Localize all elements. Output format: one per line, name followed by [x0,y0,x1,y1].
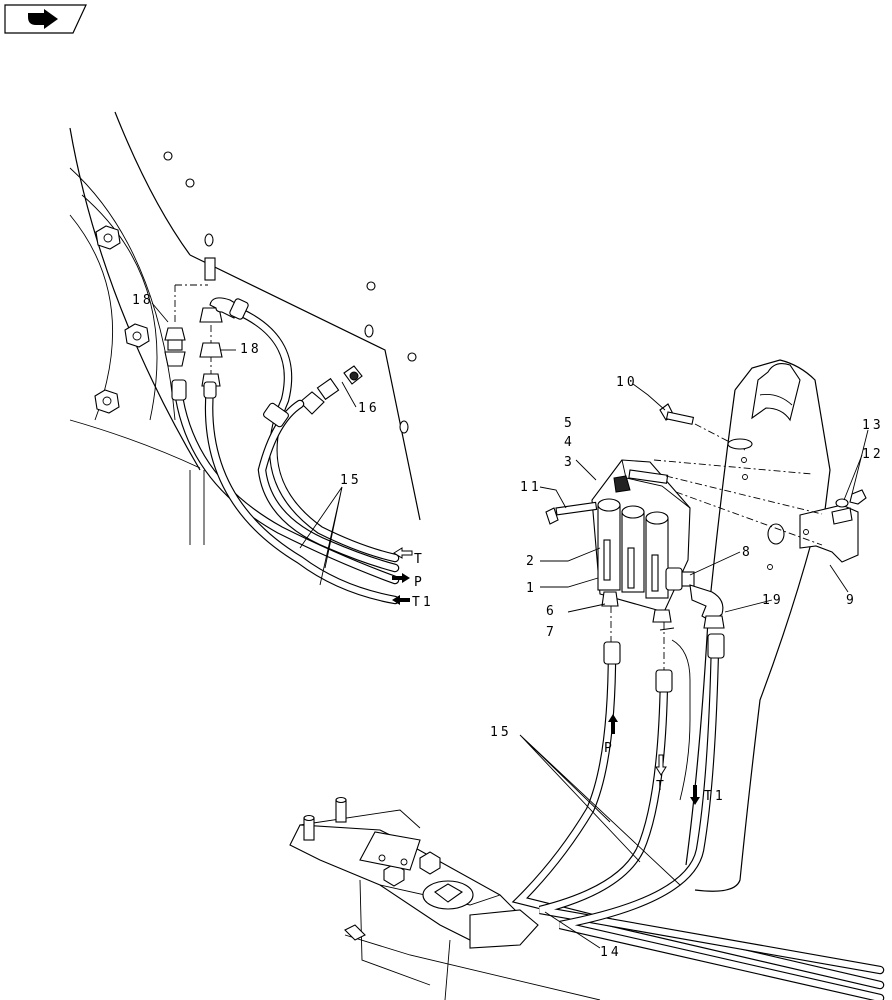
callout-16: 16 [358,401,380,416]
flow-label-top-P: P [414,575,425,590]
callout-15-bottom: 15 [490,725,512,740]
frame-crossmember [289,796,601,1000]
callout-3: 3 [564,455,575,470]
callout-13: 13 [862,418,884,433]
bolt-10 [659,403,753,451]
callout-5: 5 [564,416,575,431]
callout-8: 8 [742,545,753,560]
top-detail-hoses [171,298,400,605]
bottom-flow-arrows [608,714,700,805]
callout-18-right: 18 [240,342,262,357]
flow-label-bottom-P: P [604,741,615,756]
back-arrow-icon[interactable] [4,4,87,34]
callout-6: 6 [546,604,557,619]
callout-4: 4 [564,435,575,450]
callout-18-left: 18 [132,293,154,308]
top-detail-housing [69,111,421,545]
flow-label-top-T1: T1 [412,595,434,610]
callout-14: 14 [600,945,622,960]
main-hoses [511,606,885,1000]
fitting-8-19 [665,567,725,629]
callout-labels: 18 18 16 15 T P T1 10 5 4 3 11 2 1 6 7 8… [132,293,884,960]
callout-10: 10 [616,375,638,390]
callout-7: 7 [546,625,557,640]
top-flow-arrows [392,547,413,605]
flow-label-bottom-T1: T1 [704,789,726,804]
callout-9: 9 [846,593,857,608]
callout-1: 1 [526,581,537,596]
mounting-bracket [685,359,867,892]
top-detail-fittings [164,257,363,415]
flow-label-bottom-T: T [656,779,667,794]
callout-11: 11 [520,480,542,495]
callout-12: 12 [862,447,884,462]
callout-2: 2 [526,554,537,569]
callout-15-top: 15 [340,473,362,488]
flow-label-top-T: T [414,552,425,567]
callout-19: 19 [762,593,784,608]
